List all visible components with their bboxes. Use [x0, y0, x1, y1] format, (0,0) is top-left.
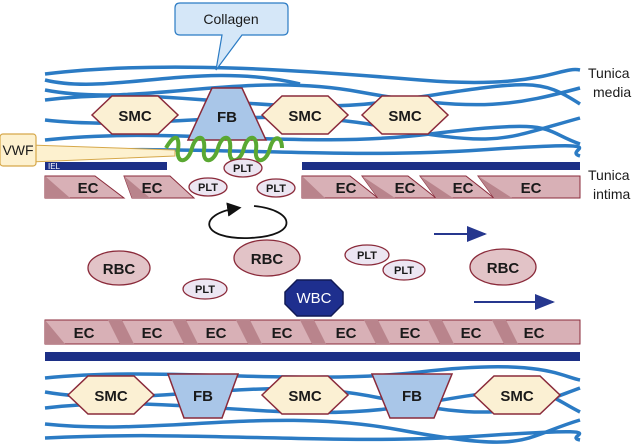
ec-row-top: EC EC EC EC EC EC — [44, 175, 581, 199]
smc-cell-top-1: SMC — [90, 95, 180, 135]
platelet-2: PLT — [188, 177, 228, 197]
platelet-1: PLT — [223, 158, 263, 178]
svg-text:FB: FB — [193, 388, 213, 405]
smc-cell-bottom-3: SMC — [472, 375, 562, 415]
svg-text:EC: EC — [395, 180, 416, 197]
vwf-fiber — [164, 135, 284, 163]
ec-cell-top-6: EC — [477, 175, 581, 199]
svg-text:EC: EC — [78, 180, 99, 197]
svg-text:EC: EC — [336, 180, 357, 197]
rbc-cell-1: RBC — [87, 250, 151, 286]
smc-cell-bottom-1: SMC — [66, 375, 156, 415]
fb-cell-bottom-2: FB — [370, 373, 454, 419]
svg-text:SMC: SMC — [288, 108, 322, 125]
svg-text:Tunica: Tunica — [588, 167, 630, 183]
vwf-callout: VWF — [0, 133, 176, 167]
svg-text:PLT: PLT — [357, 250, 377, 262]
ec-cell-bottom-6: EC — [400, 325, 421, 342]
svg-text:VWF: VWF — [2, 142, 33, 158]
smc-cell-top-2: SMC — [260, 95, 350, 135]
svg-text:SMC: SMC — [388, 108, 422, 125]
svg-text:SMC: SMC — [94, 388, 128, 405]
rbc-cell-2: RBC — [233, 239, 301, 277]
ec-seams — [45, 320, 518, 344]
svg-text:PLT: PLT — [266, 183, 286, 195]
svg-text:PLT: PLT — [195, 284, 215, 296]
svg-text:PLT: PLT — [198, 182, 218, 194]
platelet-3: PLT — [256, 178, 296, 198]
platelet-5: PLT — [382, 259, 426, 281]
svg-text:FB: FB — [402, 388, 422, 405]
fb-cell-bottom-1: FB — [166, 373, 240, 419]
label-tunica-intima: Tunica intima — [588, 167, 631, 202]
ec-cell-top-3: EC — [301, 175, 380, 199]
ec-cell-bottom-5: EC — [336, 325, 357, 342]
ec-row-bottom: EC EC EC EC EC EC EC EC — [44, 319, 581, 345]
platelet-4: PLT — [344, 244, 390, 266]
svg-text:Collagen: Collagen — [203, 11, 258, 27]
ec-cell-bottom-4: EC — [272, 325, 293, 342]
ec-cell-bottom-7: EC — [461, 325, 482, 342]
svg-text:PLT: PLT — [394, 265, 414, 277]
iel-band: IEL — [45, 162, 580, 171]
recirculation-arrow — [208, 202, 288, 239]
ec-cell-top-2: EC — [123, 175, 196, 199]
ec-cell-bottom-3: EC — [206, 325, 227, 342]
smc-cell-top-3: SMC — [360, 95, 450, 135]
svg-text:EC: EC — [521, 180, 542, 197]
svg-text:FB: FB — [217, 109, 237, 126]
ec-cell-top-5: EC — [419, 175, 496, 199]
svg-text:Tunica: Tunica — [588, 65, 630, 81]
platelet-6: PLT — [182, 278, 228, 300]
svg-text:EC: EC — [453, 180, 474, 197]
label-tunica-media: Tunica media — [588, 65, 631, 100]
svg-text:intima: intima — [593, 186, 631, 202]
svg-text:RBC: RBC — [251, 251, 284, 268]
collagen-callout: Collagen — [174, 2, 289, 71]
svg-text:PLT: PLT — [233, 163, 253, 175]
svg-text:SMC: SMC — [288, 388, 322, 405]
svg-text:SMC: SMC — [118, 108, 152, 125]
svg-text:media: media — [593, 84, 631, 100]
svg-text:WBC: WBC — [297, 290, 332, 307]
svg-text:EC: EC — [142, 180, 163, 197]
ec-cell-top-4: EC — [361, 175, 438, 199]
fb-cell-top: FB — [186, 87, 268, 141]
ec-cell-top-1: EC — [44, 175, 126, 199]
svg-text:RBC: RBC — [103, 261, 136, 278]
rbc-cell-3: RBC — [469, 248, 537, 286]
ec-cell-bottom-2: EC — [142, 325, 163, 342]
ec-cell-bottom-8: EC — [524, 325, 545, 342]
smc-cell-bottom-2: SMC — [260, 375, 350, 415]
wbc-cell: WBC — [284, 279, 344, 317]
svg-text:SMC: SMC — [500, 388, 534, 405]
svg-text:IEL: IEL — [48, 162, 61, 171]
svg-text:RBC: RBC — [487, 260, 520, 277]
ec-cell-bottom-1: EC — [74, 325, 95, 342]
iel-band-bottom — [45, 352, 580, 361]
